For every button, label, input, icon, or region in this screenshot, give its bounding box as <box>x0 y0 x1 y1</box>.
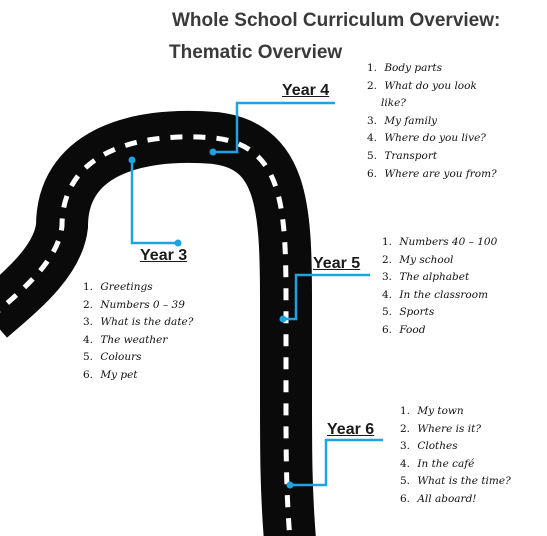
list-item: 2. Numbers 0 – 39 <box>83 298 185 311</box>
list-item-continuation: like? <box>381 97 406 110</box>
year-5-topics: 1. Numbers 40 – 100 2. My school 3. The … <box>382 234 497 340</box>
list-item: 4. Where do you live? <box>367 132 486 145</box>
list-item: 5. Colours <box>83 351 142 364</box>
year-6-topics: 1. My town 2. Where is it? 3. Clothes 4.… <box>400 403 511 509</box>
list-item: 2. My school <box>382 253 454 266</box>
year-3-label: Year 3 <box>140 247 188 264</box>
year-5-label: Year 5 <box>313 255 361 272</box>
page-subtitle: Thematic Overview <box>169 42 343 63</box>
year-4-connector <box>209 101 335 156</box>
list-item: 3. What is the date? <box>83 316 194 329</box>
year-4-topics: 1. Body parts 2. What do you look like? … <box>367 60 497 183</box>
list-item: 3. Clothes <box>400 440 458 453</box>
list-item: 2. Where is it? <box>400 422 481 435</box>
year-3-topics: 1. Greetings 2. Numbers 0 – 39 3. What i… <box>83 279 193 385</box>
page-title: Whole School Curriculum Overview: <box>172 10 501 31</box>
list-item: 1. My town <box>400 405 464 417</box>
list-item: 6. All aboard! <box>400 492 477 505</box>
list-item: 4. In the café <box>400 457 475 470</box>
list-item: 2. What do you look <box>367 79 477 92</box>
list-item: 3. The alphabet <box>382 271 470 284</box>
list-item: 6. Where are you from? <box>367 167 497 180</box>
road-centre-line <box>0 134 293 536</box>
list-item: 6. Food <box>382 323 426 336</box>
list-item: 1. Body parts <box>367 62 442 74</box>
year-4-label: Year 4 <box>282 82 330 99</box>
list-item: 5. Transport <box>367 149 438 162</box>
list-item: 5. Sports <box>382 306 435 319</box>
list-item: 1. Numbers 40 – 100 <box>382 236 498 248</box>
list-item: 6. My pet <box>83 368 138 381</box>
list-item: 4. The weather <box>83 333 168 346</box>
list-item: 3. My family <box>367 114 438 127</box>
year-6-connector <box>286 438 383 489</box>
year-5-connector <box>279 273 370 323</box>
year-3-connector <box>128 156 182 247</box>
year-6-label: Year 6 <box>327 421 375 438</box>
list-item: 5. What is the time? <box>400 475 511 488</box>
list-item: 1. Greetings <box>83 281 153 293</box>
list-item: 4. In the classroom <box>382 288 489 301</box>
